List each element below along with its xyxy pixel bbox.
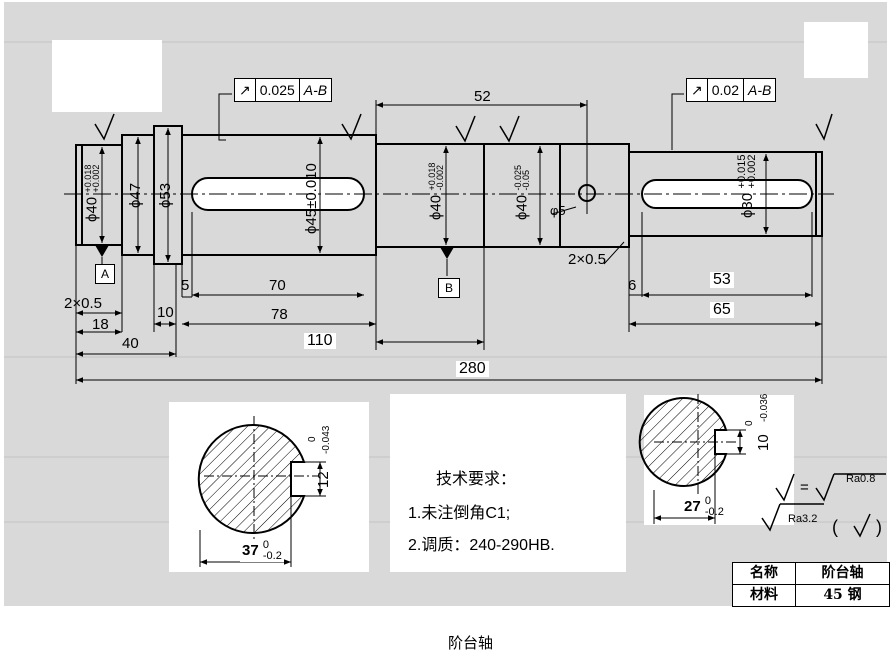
roughness-paren-close: ) (876, 517, 882, 537)
len-10: 10 (157, 304, 174, 321)
fcf-left-tolerance: 0.025 (256, 79, 300, 101)
len-2x05-left: 2×0.5 (64, 295, 102, 312)
len-5: 5 (181, 277, 190, 294)
len-52: 52 (474, 88, 491, 105)
fcf-right-datum: A-B (747, 82, 772, 98)
roughness-equals: = (800, 479, 809, 496)
dia-40-mid: ϕ40 +0.018 -0.002 (427, 162, 446, 220)
section-right-tol-lower: -0.036 (759, 393, 770, 422)
len-78: 78 (271, 306, 288, 323)
leaders (218, 93, 684, 265)
dia-53: ϕ53 (157, 182, 174, 208)
section-left-key-depth: 12 (315, 471, 332, 488)
material-value: 45 钢 (823, 587, 862, 603)
tech-item-1: 1.未注倒角C1; (408, 505, 511, 522)
len-65: 65 (710, 302, 734, 318)
tech-heading: 技术要求： (436, 471, 517, 488)
len-53: 53 (710, 272, 734, 288)
len-110: 110 (304, 333, 336, 349)
roughness-ra-bottom: Ra3.2 (788, 513, 818, 525)
roughness-ra-top: Ra0.8 (846, 473, 876, 485)
scan-patch (52, 40, 162, 112)
section-right-tol-upper: 0 (744, 420, 755, 426)
hole-dia-label: φ5 (550, 203, 566, 218)
section-left-tol-lower: -0.043 (321, 425, 332, 454)
datum-triangles (95, 245, 454, 259)
dia-40-left: ϕ40 +0.018 +0.002 (83, 164, 102, 222)
name-label: 名称 (733, 563, 796, 584)
figure-caption: 阶台轴 (448, 635, 494, 652)
dia-30: ϕ30 +0.015 +0.002 (736, 154, 758, 219)
roughness-legend (761, 473, 886, 538)
fcf-left: ↗ 0.025 A-B (234, 78, 333, 102)
len-70: 70 (269, 277, 286, 294)
length-lines (76, 102, 822, 383)
fcf-right: ↗ 0.02 A-B (686, 78, 777, 102)
scan-patch (804, 22, 868, 78)
runout-icon: ↗ (687, 79, 708, 101)
title-block: 名称 阶台轴 材料 45 钢 (732, 562, 890, 607)
scan-patch (390, 394, 626, 572)
extension-lines (75, 100, 823, 384)
name-value: 阶台轴 (821, 565, 864, 581)
roughness-paren-open: ( (832, 517, 838, 537)
fcf-left-datum: A-B (303, 82, 328, 98)
section-left-tol-upper: 0 (307, 436, 318, 442)
fcf-right-tolerance: 0.02 (708, 79, 744, 101)
section-right-key-depth: 10 (755, 434, 772, 451)
len-280: 280 (456, 361, 489, 377)
tech-item-2: 2.调质：240-290HB. (408, 537, 555, 554)
len-40: 40 (122, 335, 139, 352)
dia-40-right: ϕ40 -0.025 -0.05 (513, 164, 532, 220)
section-right (638, 394, 794, 525)
datum-b-label: B (438, 278, 460, 298)
drawing-sheet: ↗ 0.025 A-B ↗ 0.02 A-B A B ϕ40 +0.018 +0… (4, 2, 890, 607)
section-right-width: 27 0 -0.2 (684, 495, 724, 518)
roughness-marks (94, 113, 833, 143)
len-18: 18 (92, 316, 109, 333)
len-2x05-right: 2×0.5 (568, 251, 606, 268)
section-left-width: 37 0 -0.2 (240, 539, 284, 562)
diameter-lines (99, 128, 769, 262)
material-label: 材料 (733, 585, 796, 606)
dia-47: ϕ47 (127, 182, 144, 208)
len-6: 6 (628, 277, 637, 294)
datum-a-label: A (95, 264, 115, 284)
runout-icon: ↗ (235, 79, 256, 101)
dia-45: ϕ45±0.010 (303, 163, 320, 234)
